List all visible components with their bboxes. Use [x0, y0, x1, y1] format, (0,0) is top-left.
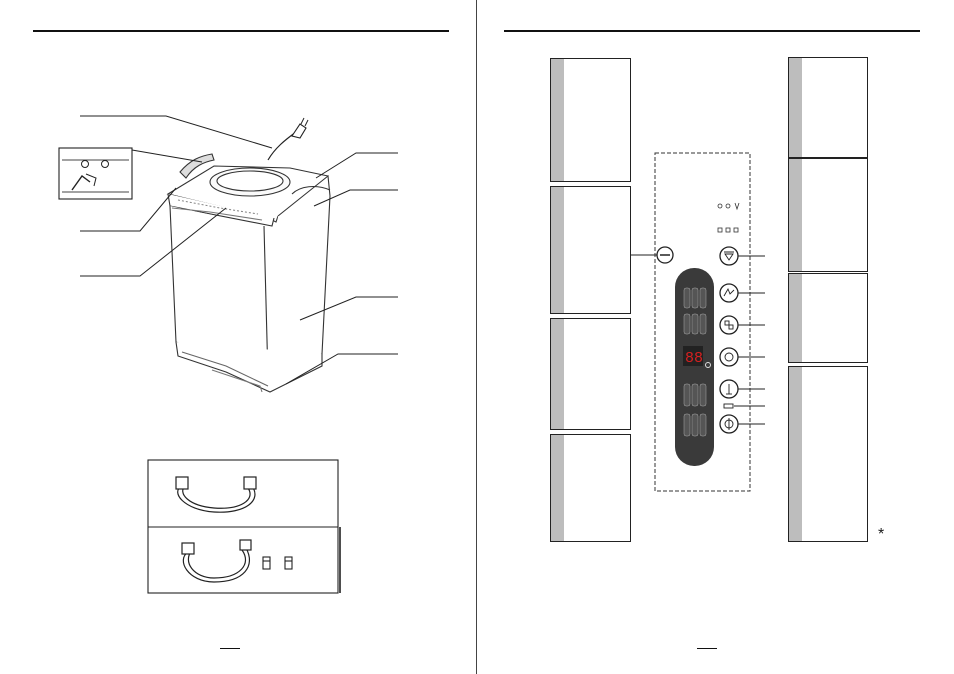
washer-diagram — [58, 115, 398, 594]
delay-button — [719, 347, 739, 367]
page-divider — [476, 0, 477, 674]
info-box — [550, 58, 631, 182]
inlet-hose-icon — [175, 476, 257, 513]
page-number — [697, 641, 717, 652]
indicator-icons — [717, 202, 740, 233]
start-pause-button — [719, 246, 739, 266]
info-box — [788, 57, 868, 158]
info-box — [550, 186, 631, 314]
info-box — [788, 158, 868, 272]
info-box — [788, 273, 868, 363]
header-rule — [504, 30, 920, 32]
info-box — [550, 318, 631, 430]
adapter-icon — [262, 556, 293, 570]
callout-lines — [734, 255, 765, 425]
info-box — [788, 366, 868, 542]
callout-lines — [80, 115, 398, 385]
right-page: 88 * — [477, 0, 954, 674]
digit-display — [683, 346, 703, 366]
plug-icon — [291, 123, 307, 139]
page-number — [220, 641, 240, 652]
svg-text:88: 88 — [685, 350, 703, 367]
control-panel-diagram: 88 — [630, 152, 765, 492]
inset-box — [58, 147, 133, 200]
drain-hose-icon — [181, 539, 252, 583]
header-rule — [33, 30, 449, 32]
water-level-button — [719, 283, 739, 303]
info-box — [550, 434, 631, 542]
footnote-mark: * — [878, 526, 885, 543]
left-page — [33, 30, 449, 652]
washing-machine — [166, 153, 331, 393]
